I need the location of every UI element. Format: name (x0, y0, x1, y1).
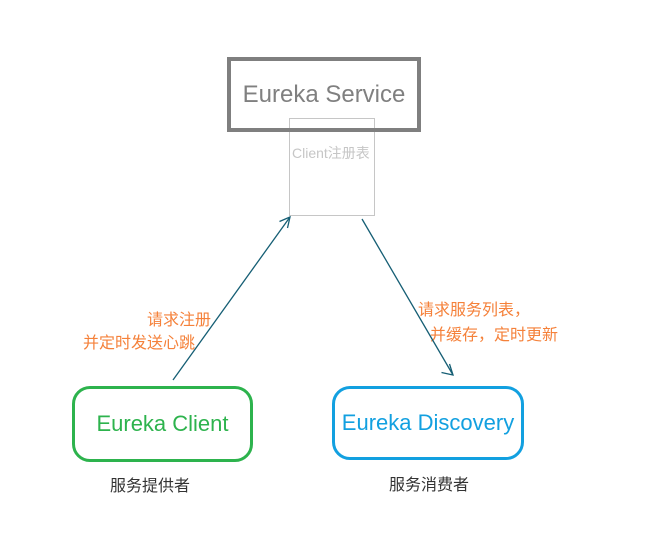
service-node: Eureka Service (227, 57, 421, 132)
fetch-edge-label-line2: 并缓存，定时更新 (430, 327, 559, 344)
provider-caption: 服务提供者 (109, 478, 190, 495)
discovery-node-label: Eureka Discovery (341, 410, 515, 435)
registry-node-label: Client注册表 (292, 145, 370, 161)
client-node-label: Eureka Client (96, 411, 229, 436)
register-edge-label-line2: 并定时发送心跳 (83, 335, 196, 352)
service-node-label: Eureka Service (242, 80, 406, 108)
register-edge-label-line1: 请求注册 (147, 312, 212, 329)
fetch-edge-label-line1: 请求服务列表， (418, 302, 531, 319)
consumer-caption: 服务消费者 (388, 477, 469, 494)
discovery-node: Eureka Discovery (332, 386, 524, 460)
registry-node: Client注册表 (289, 118, 375, 216)
register-arrow (172, 215, 291, 381)
client-node: Eureka Client (72, 386, 253, 462)
